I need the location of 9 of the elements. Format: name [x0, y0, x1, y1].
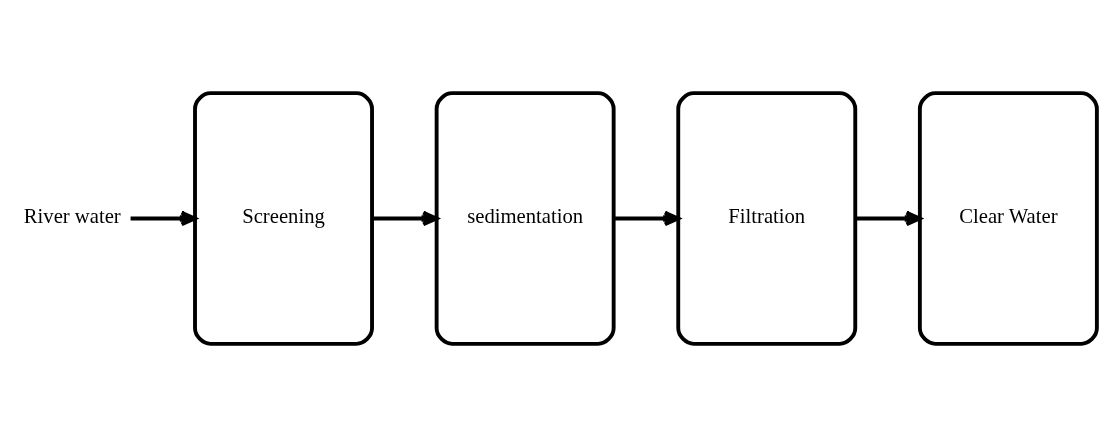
arrow	[613, 210, 680, 227]
node-box: Screening	[193, 91, 374, 346]
arrow	[855, 210, 922, 227]
node-box: sedimentation	[434, 91, 616, 346]
arrow	[130, 210, 197, 227]
node-text: River water	[23, 205, 121, 228]
arrow	[372, 210, 439, 227]
node-box: Filtration	[676, 91, 858, 346]
node-box: Clear Water	[917, 91, 1099, 346]
